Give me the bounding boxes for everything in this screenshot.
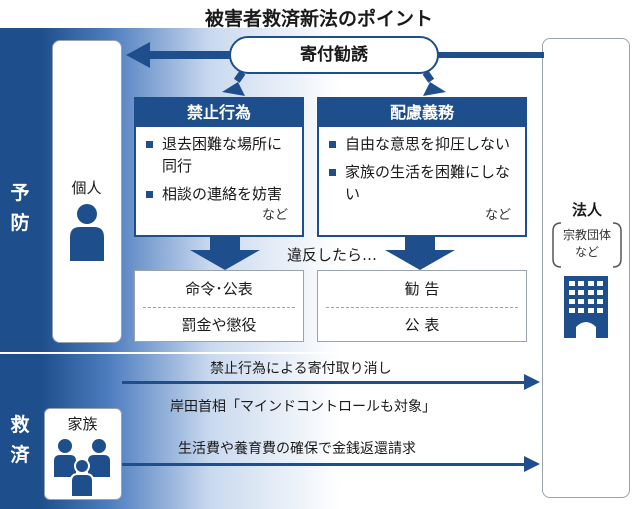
diagram-title: 被害者救済新法のポイント bbox=[204, 8, 433, 30]
prohibited-result-2: 罰金や懲役 bbox=[181, 316, 257, 334]
individual-panel: 個人 bbox=[52, 40, 122, 343]
building-icon bbox=[564, 276, 608, 338]
corporation-label: 法人 bbox=[571, 201, 602, 219]
consideration-header: 配慮義務 bbox=[319, 99, 525, 127]
family-icon bbox=[54, 439, 110, 497]
person-icon bbox=[70, 204, 104, 261]
consideration-result-divider bbox=[326, 307, 518, 308]
consideration-results-box: 勧 告 公 表 bbox=[317, 270, 527, 342]
relief-arrow-claim bbox=[122, 456, 540, 472]
section-sidebar: 予防 救済 bbox=[0, 28, 40, 509]
family-panel: 家族 bbox=[44, 408, 122, 500]
prevention-label: 予防 bbox=[0, 178, 40, 238]
consideration-result-2: 公 表 bbox=[404, 316, 440, 334]
corporation-sub-2: など bbox=[574, 245, 599, 259]
relief-kishida-text: 岸田首相「マインドコントロールも対象」 bbox=[170, 399, 436, 415]
prevention-label-text: 予防 bbox=[10, 182, 30, 234]
corporation-sub-1: 宗教団体 bbox=[562, 228, 611, 242]
prohibited-result-1: 命令･公表 bbox=[185, 280, 253, 298]
prohibited-results-box: 命令･公表 罰金や懲役 bbox=[134, 270, 304, 342]
corporation-bracket bbox=[552, 222, 622, 268]
relief-claim-text: 生活費や養育費の確保で金銭返還請求 bbox=[178, 441, 416, 457]
prohibited-item-1: 退去困難な場所に同行 bbox=[144, 133, 296, 177]
prohibited-result-divider bbox=[143, 307, 295, 308]
violation-arrow-right bbox=[385, 237, 455, 270]
consideration-list: 自由な意思を抑圧しない 家族の生活を困難にしない bbox=[319, 127, 525, 205]
relief-label: 救済 bbox=[0, 410, 40, 470]
consideration-item-2: 家族の生活を困難にしない bbox=[327, 161, 517, 205]
consideration-box: 配慮義務 自由な意思を抑圧しない 家族の生活を困難にしない など bbox=[317, 97, 527, 237]
prohibited-list: 退去困難な場所に同行 相談の連絡を妨害 bbox=[136, 127, 302, 205]
violation-text: 違反したら… bbox=[286, 246, 377, 264]
consideration-result-1: 勧 告 bbox=[404, 280, 440, 298]
family-label: 家族 bbox=[67, 415, 98, 433]
prohibited-header: 禁止行為 bbox=[136, 99, 302, 127]
relief-cancel-text: 禁止行為による寄付取り消し bbox=[210, 361, 392, 377]
violation-arrow-left bbox=[190, 237, 260, 270]
solicitation-box: 寄付勧誘 bbox=[229, 36, 439, 74]
prohibited-item-2: 相談の連絡を妨害 bbox=[144, 183, 296, 205]
relief-band bbox=[40, 354, 638, 509]
prohibited-etc: など bbox=[261, 208, 288, 223]
individual-label: 個人 bbox=[71, 179, 102, 197]
prohibited-box: 禁止行為 退去困難な場所に同行 相談の連絡を妨害 など bbox=[134, 97, 304, 237]
consideration-etc: など bbox=[484, 208, 511, 223]
solicitation-branch-arrows bbox=[222, 70, 446, 96]
solicitation-line-right bbox=[438, 52, 544, 58]
corporation-panel: 法人 宗教団体 など bbox=[542, 38, 630, 498]
relief-arrow-cancel bbox=[122, 374, 540, 390]
consideration-item-1: 自由な意思を抑圧しない bbox=[327, 133, 517, 155]
relief-label-text: 救済 bbox=[10, 414, 30, 466]
sidebar-divider bbox=[0, 352, 40, 354]
solicitation-arrow-left bbox=[126, 42, 230, 68]
